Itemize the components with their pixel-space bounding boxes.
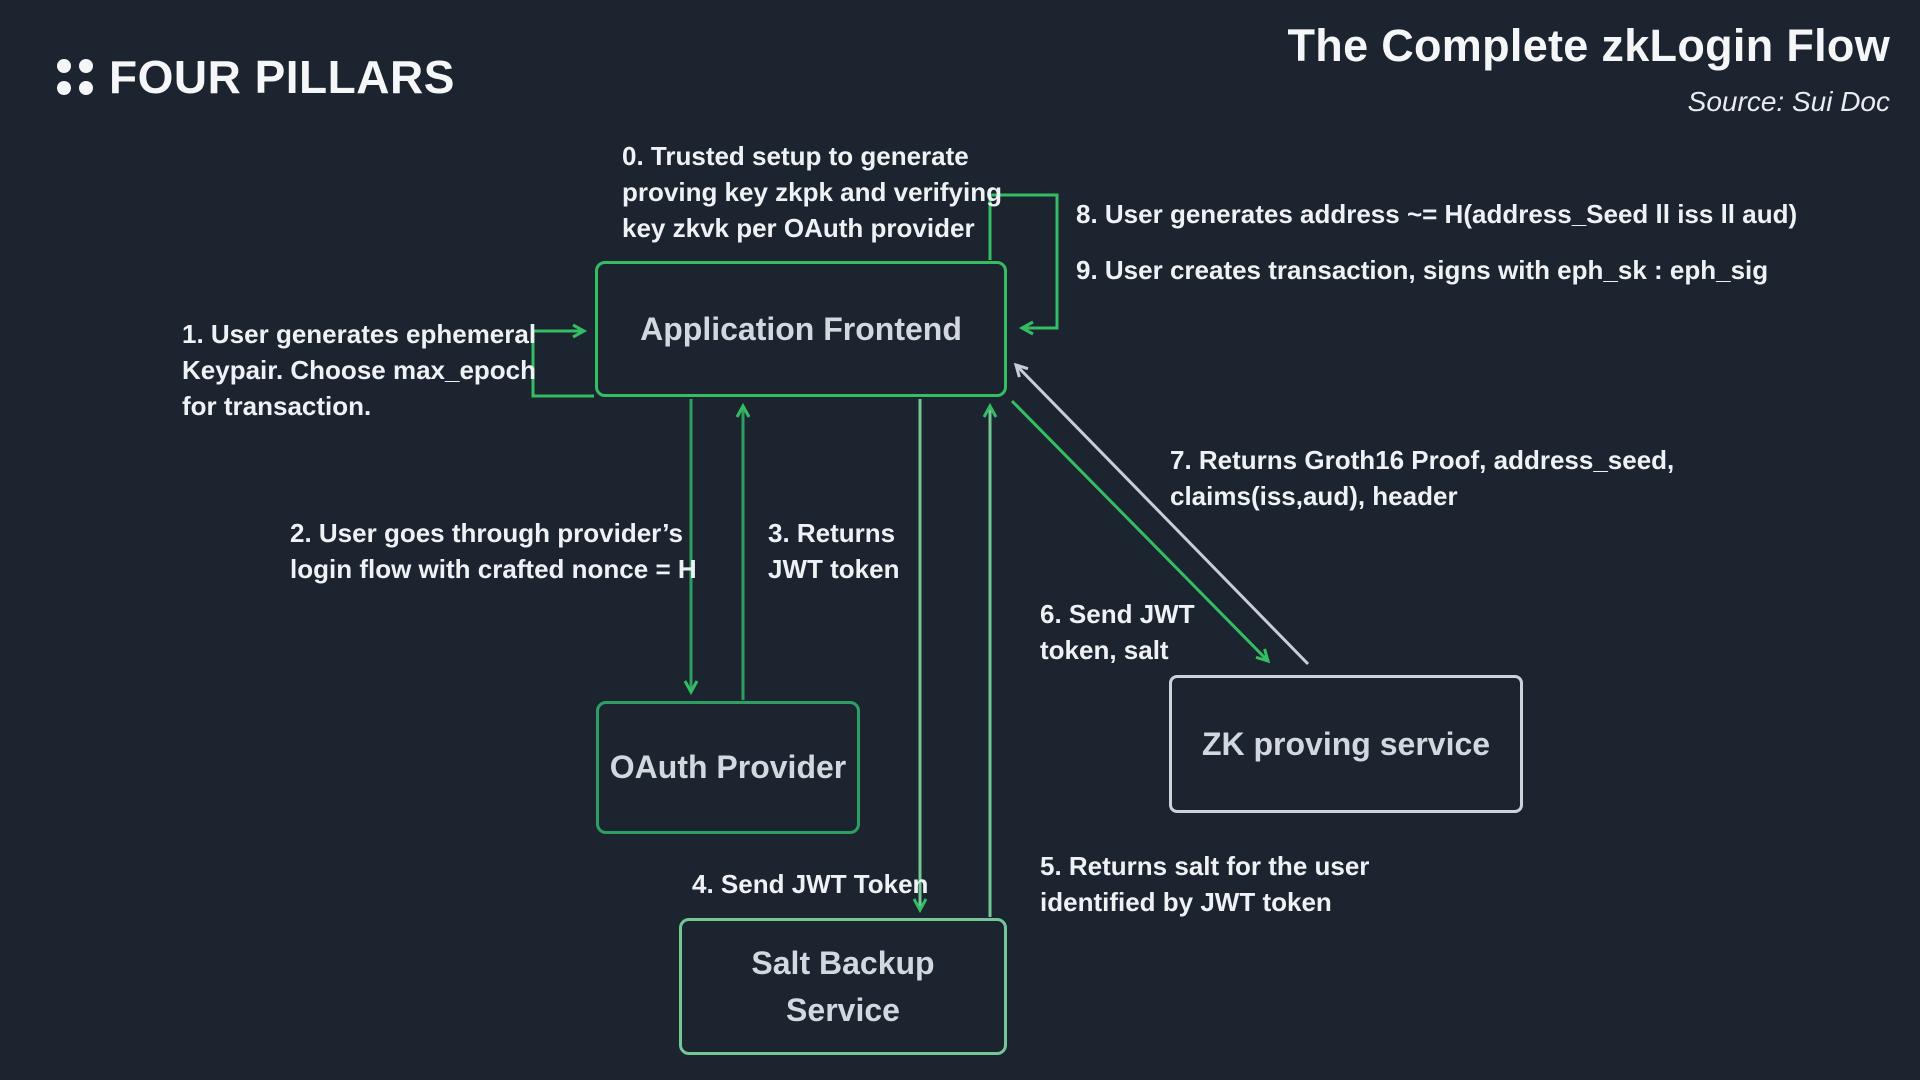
- node-zk-proving-service: ZK proving service: [1169, 675, 1523, 813]
- node-application-frontend-label: Application Frontend: [640, 310, 962, 347]
- source-label: Source: Sui Doc: [1687, 86, 1890, 117]
- step-9-note: 9. User creates transaction, signs with …: [1076, 255, 1769, 285]
- node-application-frontend: Application Frontend: [595, 261, 1007, 397]
- step-6-note: 6. Send JWT token, salt: [1040, 599, 1195, 665]
- arrow-step7-returns-proof: [1013, 362, 1310, 666]
- node-zk-proving-service-label: ZK proving service: [1201, 725, 1491, 762]
- step-8-note: 8. User generates address ~= H(address_S…: [1076, 199, 1798, 229]
- step-5-note: 5. Returns salt for the user identified …: [1040, 851, 1370, 917]
- node-salt-backup-service-label: Salt Backup Service: [751, 945, 935, 1028]
- step-4-note: 4. Send JWT Token: [692, 869, 929, 899]
- step-2-note: 2. User goes through provider’s login fl…: [290, 518, 697, 584]
- node-oauth-provider: OAuth Provider: [596, 701, 860, 834]
- arrow-step6-send-jwt-salt: [1010, 399, 1271, 664]
- step-0-note: 0. Trusted setup to generate proving key…: [622, 141, 1002, 243]
- step-3-note: 3. Returns JWT token: [768, 518, 900, 584]
- four-pillars-logo: FOUR PILLARS: [57, 50, 455, 104]
- header-titles: The Complete zkLogin Flow Source: Sui Do…: [1288, 20, 1891, 118]
- four-dots-icon: [57, 59, 93, 95]
- step-1-note: 1. User generates ephemeral Keypair. Cho…: [182, 319, 537, 421]
- node-salt-backup-service: Salt Backup Service: [679, 918, 1007, 1055]
- logo-text: FOUR PILLARS: [109, 51, 455, 103]
- node-oauth-provider-label: OAuth Provider: [609, 749, 847, 786]
- arrow-step1-self-loop: [531, 323, 594, 398]
- step-7-note: 7. Returns Groth16 Proof, address_seed, …: [1170, 445, 1675, 511]
- arrow-step8-9-self-loop: [988, 193, 1059, 336]
- page-title: The Complete zkLogin Flow: [1287, 20, 1890, 71]
